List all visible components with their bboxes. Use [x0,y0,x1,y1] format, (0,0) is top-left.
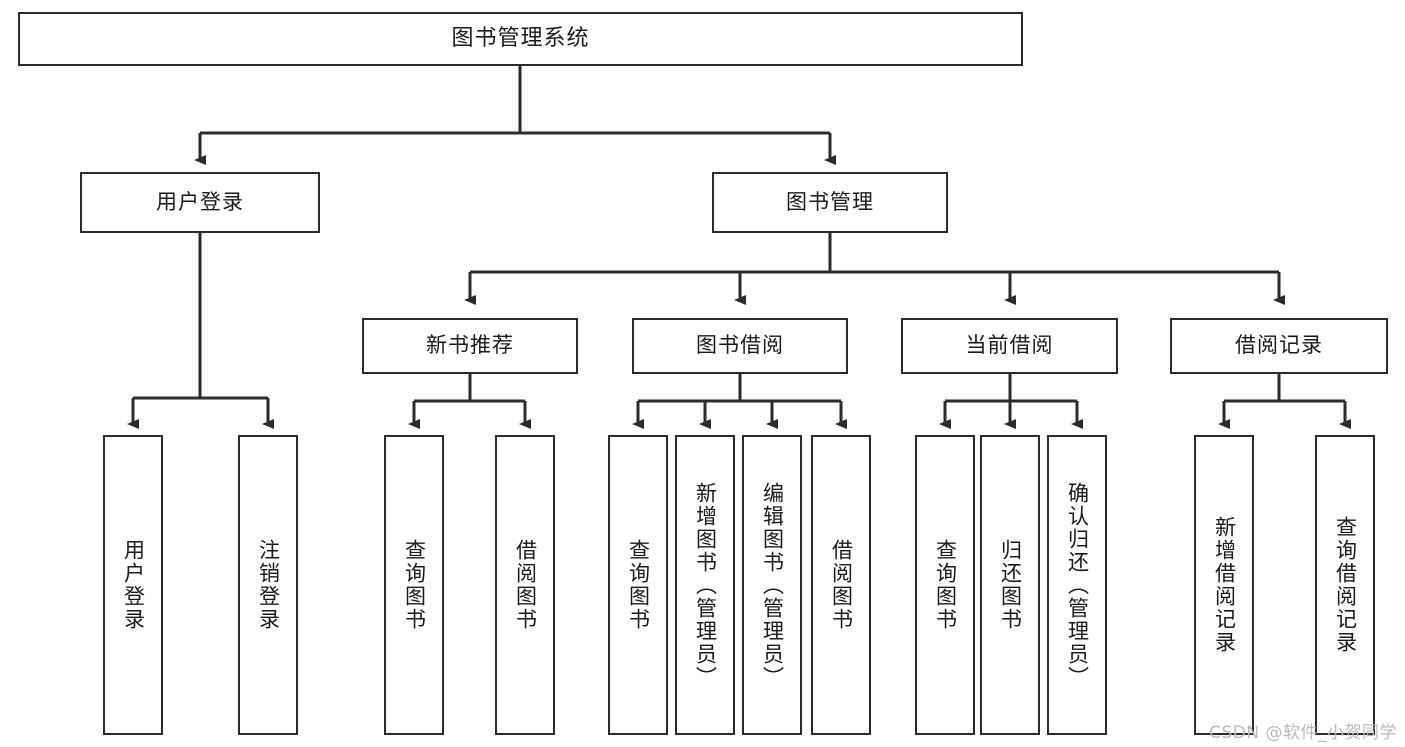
node-borrow-records-label: 借阅记录 [1235,333,1323,358]
node-book-management-label: 图书管理 [786,189,874,214]
node-root-label: 图书管理系统 [451,25,590,51]
node-current-borrow-label: 当前借阅 [965,333,1054,358]
leaf-current-return-book[interactable]: 归还图书 [980,435,1040,735]
leaf-label: 查询图书 [626,539,651,631]
leaf-borrow-add-book-admin[interactable]: 新增图书（管理员） [675,435,735,735]
leaf-records-add-record[interactable]: 新增借阅记录 [1194,435,1254,735]
node-book-management[interactable]: 图书管理 [712,172,948,233]
node-new-book-recommend[interactable]: 新书推荐 [362,318,578,374]
leaf-label: 编辑图书（管理员） [760,481,785,689]
node-borrow-records[interactable]: 借阅记录 [1170,318,1388,374]
watermark-text: CSDN @软件_小贺同学 [1209,723,1397,743]
leaf-label: 查询图书 [933,539,958,631]
node-user-login-label: 用户登录 [156,189,244,214]
leaf-user-login-signin[interactable]: 用户登录 [103,435,163,735]
node-book-borrow[interactable]: 图书借阅 [632,318,848,374]
node-book-borrow-label: 图书借阅 [696,333,784,358]
leaf-records-query-record[interactable]: 查询借阅记录 [1315,435,1375,735]
leaf-label: 新增借阅记录 [1212,516,1237,654]
node-root-system[interactable]: 图书管理系统 [18,12,1023,66]
leaf-label: 新增图书（管理员） [693,481,718,689]
leaf-label: 确认归还（管理员） [1065,481,1090,689]
leaf-current-query-book[interactable]: 查询图书 [915,435,975,735]
leaf-borrow-borrow-book[interactable]: 借阅图书 [811,435,871,735]
leaf-label: 注销登录 [256,539,281,631]
leaf-borrow-edit-book-admin[interactable]: 编辑图书（管理员） [742,435,802,735]
leaf-label: 查询借阅记录 [1333,516,1358,654]
leaf-user-login-signout[interactable]: 注销登录 [238,435,298,735]
leaf-borrow-query-book[interactable]: 查询图书 [608,435,668,735]
leaf-label: 归还图书 [998,539,1023,631]
leaf-recommend-borrow-book[interactable]: 借阅图书 [495,435,555,735]
leaf-label: 借阅图书 [829,539,854,631]
leaf-label: 用户登录 [121,539,146,631]
leaf-recommend-query-book[interactable]: 查询图书 [384,435,444,735]
node-current-borrow[interactable]: 当前借阅 [901,318,1118,374]
leaf-label: 查询图书 [402,539,427,631]
node-user-login[interactable]: 用户登录 [80,172,320,233]
leaf-current-confirm-return-admin[interactable]: 确认归还（管理员） [1047,435,1107,735]
leaf-label: 借阅图书 [513,539,538,631]
node-new-book-recommend-label: 新书推荐 [426,333,514,358]
